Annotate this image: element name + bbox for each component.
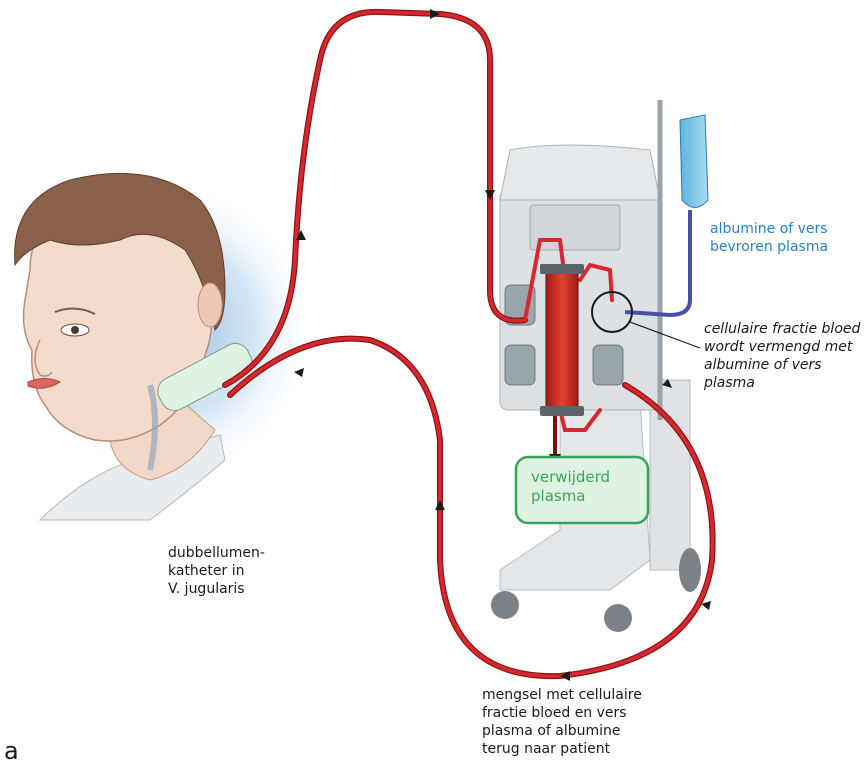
- flow-arrow-return-up: [435, 500, 445, 510]
- albumin-bag: [680, 115, 708, 208]
- separator-cap-bottom: [540, 406, 584, 416]
- label-return-mixture: mengsel met cellulaire fractie bloed en …: [482, 686, 642, 758]
- label-albumin-source: albumine of vers bevroren plasma: [710, 220, 828, 256]
- pump-right-bottom: [593, 345, 623, 385]
- machine-display: [530, 205, 620, 250]
- patient-pupil-left: [71, 326, 79, 334]
- machine-wheel-left: [491, 591, 519, 619]
- label-removed-plasma: verwijderd plasma: [531, 468, 610, 506]
- label-catheter: dubbellumen- katheter in V. jugularis: [168, 544, 265, 598]
- machine-top: [500, 145, 660, 200]
- flow-arrow-top: [430, 9, 440, 19]
- label-cellular-mixing: cellulaire fractie bloed wordt vermengd …: [704, 320, 864, 392]
- patient-ear: [198, 283, 222, 327]
- separator-column: [546, 270, 578, 410]
- flow-arrow-down: [485, 190, 495, 200]
- machine-wheel-right: [604, 604, 632, 632]
- apheresis-machine: [491, 100, 708, 632]
- separator-cap-top: [540, 264, 584, 274]
- pump-left-bottom: [505, 345, 535, 385]
- machine-wheel-back: [679, 548, 701, 592]
- figure-letter: a: [4, 738, 19, 764]
